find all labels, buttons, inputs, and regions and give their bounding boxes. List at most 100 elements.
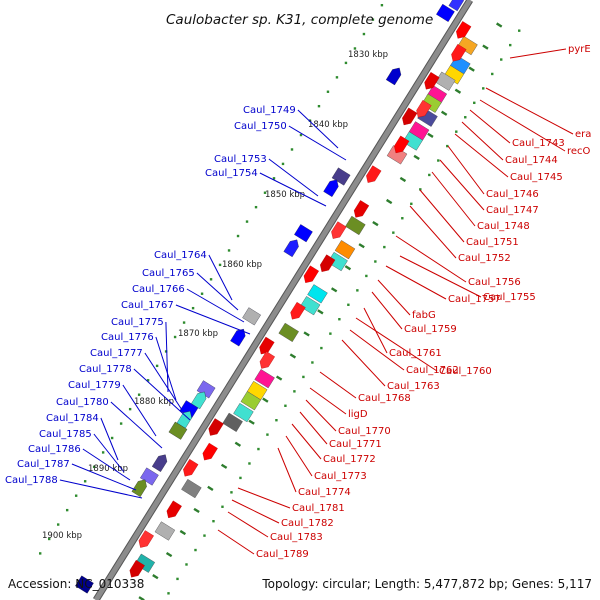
gene-label-caul-1781: Caul_1781 (292, 503, 345, 514)
forward-gene-arrow (416, 100, 432, 118)
position-dots (38, 3, 521, 600)
position-dot (371, 18, 375, 21)
position-dash (372, 220, 379, 227)
gene-label-caul-1745: Caul_1745 (510, 172, 563, 183)
gene-label-caul-1766: Caul_1766 (132, 284, 185, 295)
position-dot (500, 58, 503, 61)
gene-label-caul-1764: Caul_1764 (154, 250, 207, 261)
position-dash (179, 529, 187, 536)
position-dot (218, 263, 222, 267)
kbp-tick-label: 1830 kbp (348, 50, 388, 60)
position-dot (410, 202, 413, 206)
position-dot (311, 361, 314, 364)
position-dash (482, 44, 489, 50)
position-dot (200, 292, 204, 295)
position-dash (427, 132, 434, 138)
reverse-gene-block (242, 307, 261, 326)
leader-line (93, 433, 125, 473)
leader-line (122, 384, 157, 437)
leader-line (454, 133, 509, 178)
forward-gene-arrow (353, 200, 370, 218)
position-dot (473, 101, 476, 105)
forward-gene-arrow (366, 165, 382, 183)
gene-label-caul-1749: Caul_1749 (243, 105, 296, 116)
position-dot (383, 245, 386, 249)
position-dot (110, 436, 114, 440)
position-dot (326, 90, 330, 93)
leader-line (509, 48, 567, 59)
position-dash (385, 198, 393, 205)
position-dot (263, 191, 267, 194)
position-dot (185, 563, 188, 566)
leader-line (155, 336, 177, 401)
position-dot (437, 159, 440, 162)
position-dot (92, 465, 96, 469)
gene-label-caul-1751: Caul_1751 (466, 237, 519, 248)
gene-label-caul-1774: Caul_1774 (298, 487, 351, 498)
leader-line (297, 109, 339, 149)
position-dash (248, 419, 255, 425)
gene-label-caul-1746: Caul_1746 (486, 189, 539, 200)
position-dot (212, 519, 215, 523)
gene-label-caul-1748: Caul_1748 (477, 221, 530, 232)
reverse-gene-block (168, 421, 188, 440)
leader-line (419, 189, 465, 243)
forward-gene-arrow (166, 500, 182, 519)
leader-line (196, 272, 239, 311)
gene-label-caul-1784: Caul_1784 (46, 413, 99, 424)
gene-label-caul-1760: Caul_1760 (439, 366, 492, 377)
gene-label-caul-1780: Caul_1780 (56, 397, 109, 408)
position-dot (245, 220, 249, 223)
reverse-gene-arrow (131, 479, 147, 497)
position-dot (137, 393, 141, 396)
gene-label-era: era (575, 129, 591, 140)
position-dash (207, 485, 214, 491)
forward-gene-arrow (129, 559, 145, 578)
leader-line (349, 329, 405, 371)
position-dot (344, 61, 348, 65)
position-dash (303, 331, 310, 337)
gene-label-caul-1759: Caul_1759 (404, 324, 457, 335)
backbone-line (93, 0, 473, 600)
gene-label-caul-1756: Caul_1756 (468, 277, 521, 288)
gene-block (181, 478, 202, 499)
forward-gene-arrow (424, 72, 440, 90)
position-dot (356, 289, 359, 292)
position-dot (56, 523, 60, 526)
forward-gene-arrow (208, 418, 224, 436)
position-dash (220, 463, 228, 469)
leader-line (431, 171, 476, 227)
leader-line (186, 288, 245, 323)
position-dot (155, 364, 159, 368)
position-dot (401, 217, 404, 220)
position-dot (308, 119, 312, 122)
position-dot (236, 234, 240, 238)
forward-gene-arrow (259, 351, 275, 369)
leader-line (133, 368, 191, 421)
position-dot (221, 505, 224, 508)
position-dash (440, 110, 448, 116)
gene-block (222, 412, 243, 432)
position-dot (428, 173, 431, 177)
position-dot (266, 433, 269, 436)
position-dot (191, 306, 195, 310)
leader-line (299, 411, 328, 445)
label-leaders (59, 48, 574, 555)
gene-label-caul-1753: Caul_1753 (214, 154, 267, 165)
gene-label-caul-1763: Caul_1763 (387, 381, 440, 392)
position-dot (374, 260, 377, 263)
gene-label-caul-1762: Caul_1762 (406, 365, 459, 376)
position-dot (338, 318, 341, 321)
gene-label-caul-1743: Caul_1743 (512, 138, 565, 149)
reverse-gene-block (294, 224, 313, 243)
position-dot (353, 47, 357, 50)
forward-gene-arrow (138, 530, 154, 548)
forward-gene-arrow (303, 265, 319, 283)
position-dot (290, 148, 294, 151)
position-dot (38, 552, 42, 555)
reverse-gene-arrow (283, 239, 299, 258)
position-dot (299, 133, 303, 137)
leader-line (469, 109, 511, 144)
gene-label-caul-1754: Caul_1754 (205, 168, 258, 179)
